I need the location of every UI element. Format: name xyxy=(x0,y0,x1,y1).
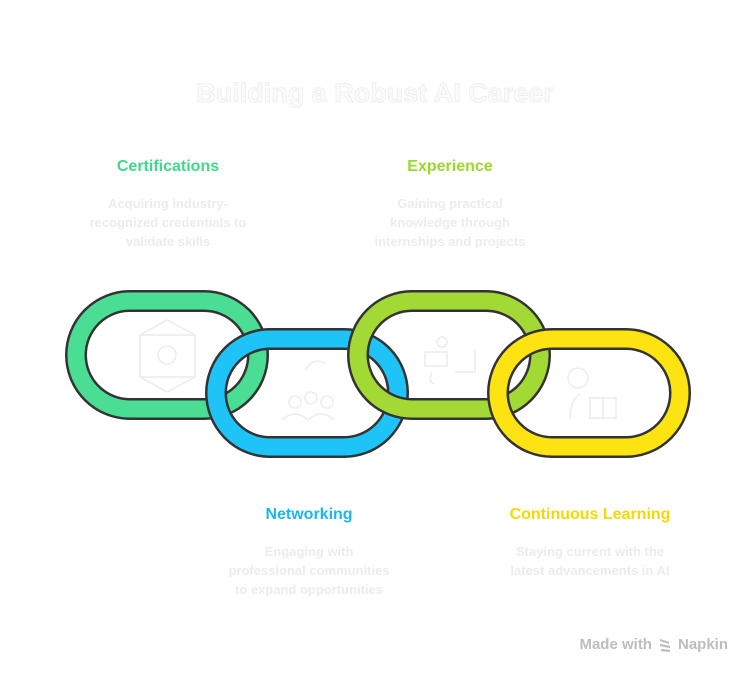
diagram-title: Building a Robust AI Career xyxy=(196,78,554,109)
napkin-brand-label: Napkin xyxy=(677,636,728,653)
chain-link-continuous-learning xyxy=(487,328,691,458)
people-network-icon xyxy=(281,360,335,422)
experience-description: Gaining practical knowledge through inte… xyxy=(340,194,560,251)
person-laptop-icon xyxy=(424,336,476,385)
napkin-logo-icon xyxy=(659,638,671,652)
desc-line: to expand opportunities xyxy=(234,582,384,597)
desc-line: professional communities xyxy=(228,563,390,578)
certificate-icon xyxy=(139,319,196,393)
made-with-napkin-badge[interactable]: Made with Napkin xyxy=(579,636,728,653)
certifications-block: Certifications Acquiring industry- recog… xyxy=(58,158,278,251)
experience-heading: Experience xyxy=(407,158,493,175)
desc-line: recognized credentials to xyxy=(89,215,247,230)
desc-line: Acquiring industry- xyxy=(108,196,228,211)
networking-block: Networking Engaging with professional co… xyxy=(199,506,419,599)
certifications-description: Acquiring industry- recognized credentia… xyxy=(58,194,278,251)
chain-link-networking xyxy=(205,328,409,458)
desc-line: validate skills xyxy=(125,234,211,249)
networking-heading: Networking xyxy=(265,506,353,523)
networking-description: Engaging with professional communities t… xyxy=(199,542,419,599)
chain-link-certifications xyxy=(65,290,269,420)
continuous-learning-description: Staying current with the latest advancem… xyxy=(480,542,700,580)
person-reading-icon xyxy=(567,367,617,419)
desc-line: Engaging with xyxy=(264,544,354,559)
desc-line: knowledge through xyxy=(390,215,510,230)
desc-line: latest advancements in AI xyxy=(510,563,670,578)
continuous-learning-heading: Continuous Learning xyxy=(509,506,671,523)
desc-line: Staying current with the xyxy=(515,544,665,559)
chain-link-experience xyxy=(347,290,551,420)
experience-block: Experience Gaining practical knowledge t… xyxy=(340,158,560,251)
desc-line: Gaining practical xyxy=(397,196,503,211)
desc-line: internships and projects xyxy=(374,234,526,249)
certifications-heading: Certifications xyxy=(116,158,220,175)
continuous-learning-block: Continuous Learning Staying current with… xyxy=(480,506,700,580)
made-with-label: Made with xyxy=(579,636,652,653)
